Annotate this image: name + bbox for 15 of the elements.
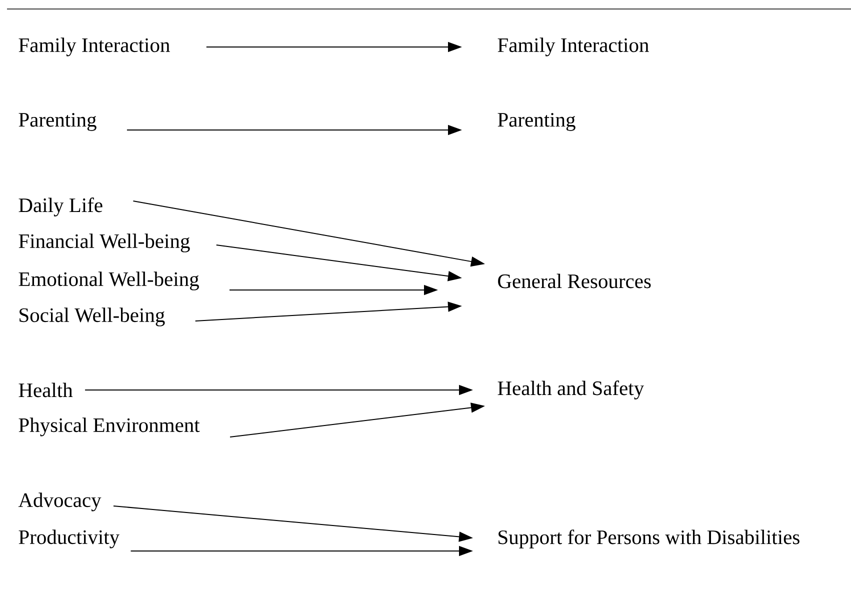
label-text: Physical Environment bbox=[18, 418, 200, 436]
label-text: Financial Well-being bbox=[18, 234, 190, 252]
label-text: Family Interaction bbox=[18, 38, 170, 56]
label-text: Productivity bbox=[18, 530, 120, 548]
label-text: Health and Safety bbox=[498, 380, 644, 400]
label-text: Advocacy bbox=[18, 492, 102, 512]
label-text: Parenting bbox=[498, 113, 576, 131]
label-text: Support for Persons with Disabilities bbox=[498, 530, 800, 548]
label-text: Health bbox=[18, 382, 73, 398]
label-text: Family Interaction bbox=[498, 38, 649, 56]
label-text: Emotional Well-being bbox=[18, 272, 199, 290]
label-text: Daily Life bbox=[18, 198, 102, 216]
label-text: General Resources bbox=[498, 274, 651, 288]
label-text: Social Well-being bbox=[20, 308, 165, 326]
label-text: Parenting bbox=[18, 113, 96, 131]
